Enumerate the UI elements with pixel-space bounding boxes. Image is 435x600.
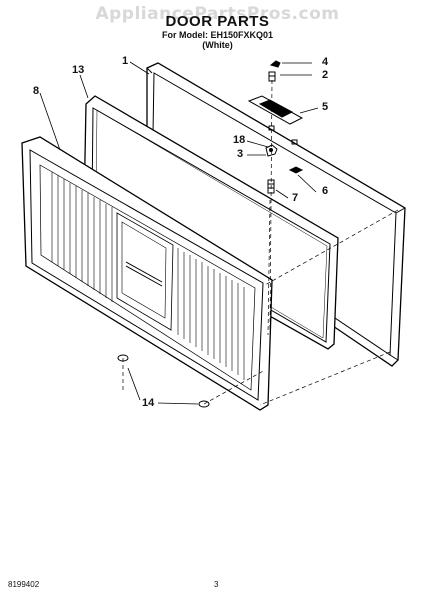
model-line: For Model: EH150FXKQ01 — [161, 30, 274, 40]
page-number: 3 — [214, 580, 219, 589]
callout-5: 5 — [322, 101, 329, 113]
callout-8: 8 — [33, 85, 40, 97]
diagram-title: DOOR PARTS — [165, 13, 270, 30]
callout-6: 6 — [322, 185, 329, 197]
watermark: AppliancePartsPros.com — [95, 4, 340, 24]
callout-14: 14 — [142, 397, 155, 409]
callout-7: 7 — [292, 192, 299, 204]
inner-door-liner — [21, 136, 273, 411]
callout-2: 2 — [322, 69, 329, 81]
callout-18: 18 — [233, 134, 246, 146]
callout-13: 13 — [72, 64, 85, 76]
hinge-hardware — [247, 60, 304, 194]
callout-4: 4 — [322, 56, 329, 68]
callout-3: 3 — [237, 148, 244, 160]
callout-1: 1 — [122, 55, 129, 67]
doc-number: 8199402 — [8, 580, 40, 589]
color-line: (White) — [202, 40, 233, 50]
